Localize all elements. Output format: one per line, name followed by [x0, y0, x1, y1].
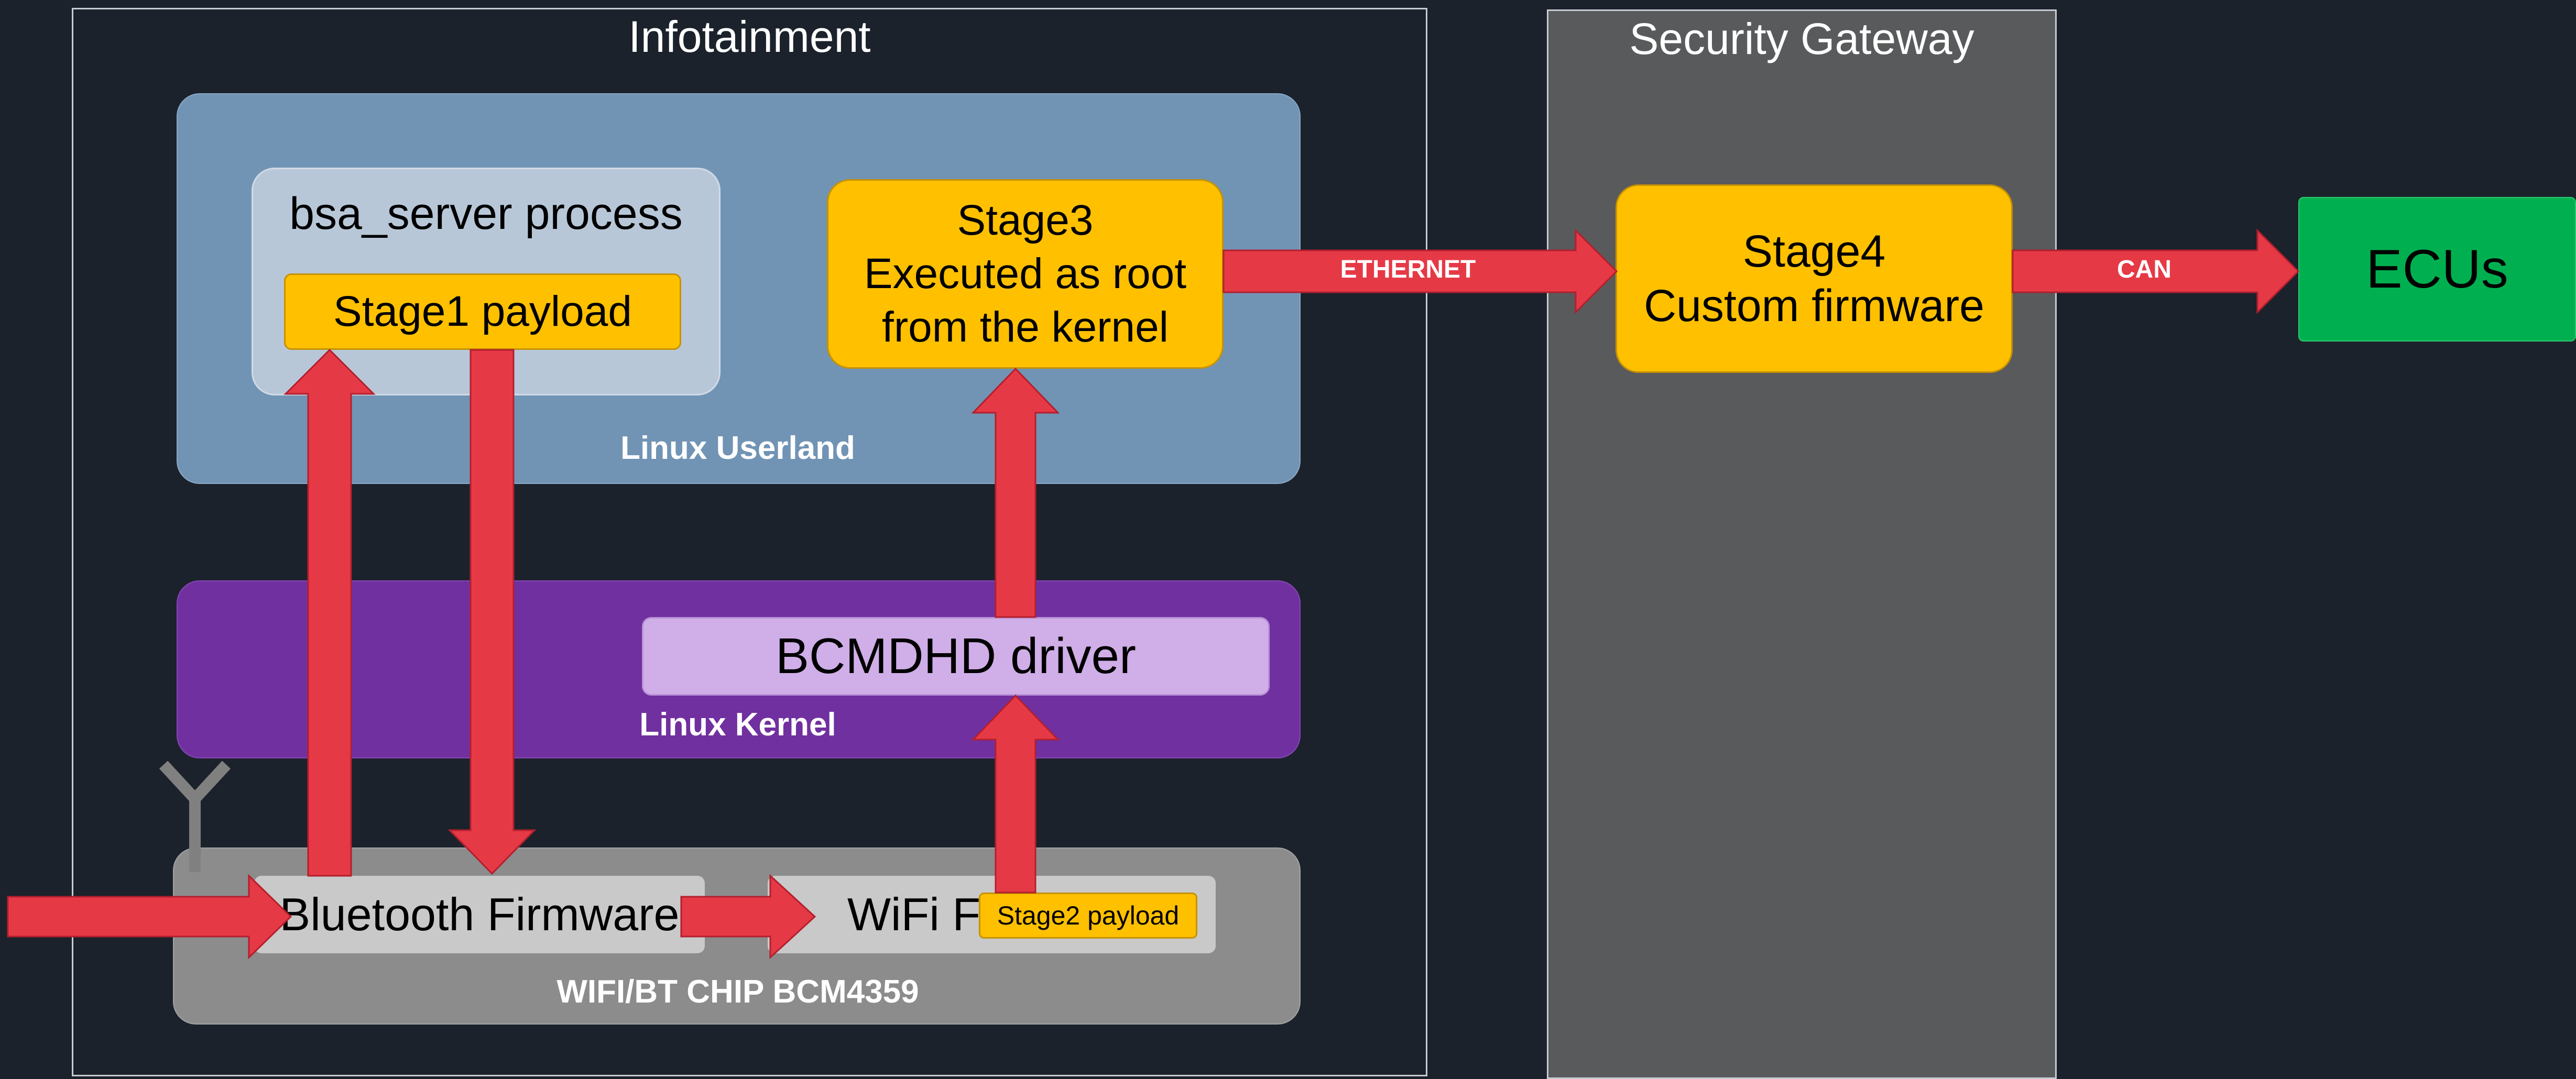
- wifi-bt-chip-label: WIFI/BT CHIP BCM4359: [556, 974, 919, 1010]
- bcmdhd-driver-label: BCMDHD driver: [775, 628, 1137, 684]
- linux-kernel-label: Linux Kernel: [639, 707, 836, 743]
- stage4-box: Stage4 Custom firmware: [1616, 184, 2013, 373]
- ethernet-arrow: [1222, 228, 1618, 314]
- infotainment-frame: [72, 8, 1427, 1076]
- ethernet-label: ETHERNET: [1340, 256, 1476, 283]
- bluetooth-firmware-label: Bluetooth Firmware: [279, 888, 680, 940]
- bt-to-stage1-arrow: [283, 348, 376, 877]
- linux-userland-label: Linux Userland: [620, 430, 855, 466]
- wifi-firmware-label: WiFi F: [847, 888, 981, 940]
- security-gateway-title: Security Gateway: [1629, 14, 1974, 63]
- can-arrow: [2012, 228, 2300, 314]
- stage4-title: Stage4: [1742, 226, 1886, 277]
- stage2-payload-label: Stage2 payload: [997, 901, 1180, 930]
- bluetooth-firmware-box: Bluetooth Firmware: [254, 876, 705, 953]
- bcmdhd-driver-box: BCMDHD driver: [642, 617, 1270, 696]
- bt-to-wifi-arrow: [680, 874, 816, 960]
- stage3-title: Stage3: [957, 196, 1094, 244]
- can-label: CAN: [2117, 256, 2171, 283]
- stage4-subtitle: Custom firmware: [1644, 281, 1984, 331]
- stage1-to-bt-arrow: [447, 349, 537, 875]
- stage2-payload-box: Stage2 payload: [979, 893, 1197, 939]
- ecus-box: ECUs: [2298, 197, 2576, 342]
- bsa-server-process-label: bsa_server process: [289, 189, 683, 239]
- stage3-line3: from the kernel: [882, 303, 1169, 351]
- stage3-box: Stage3 Executed as root from the kernel: [827, 179, 1224, 369]
- wifi-to-driver-arrow: [971, 694, 1060, 894]
- infotainment-title: Infotainment: [628, 12, 871, 61]
- antenna-icon: [159, 761, 231, 872]
- driver-to-stage3-arrow: [971, 367, 1060, 618]
- stage1-payload-label: Stage1 payload: [333, 288, 632, 335]
- stage3-line2: Executed as root: [864, 250, 1187, 298]
- ecus-label: ECUs: [2366, 238, 2508, 300]
- incoming-attack-arrow: [7, 874, 292, 960]
